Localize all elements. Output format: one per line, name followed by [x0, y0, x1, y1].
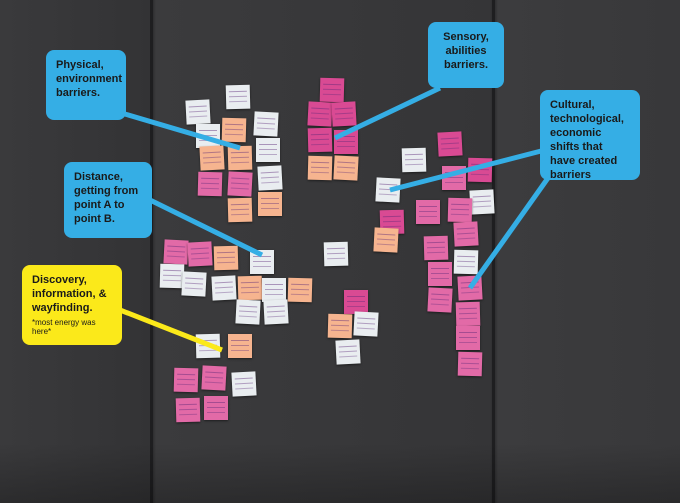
sticky-note: [428, 262, 452, 286]
sticky-note: [262, 278, 286, 302]
callout-physical: Physical, environment barriers.: [46, 50, 126, 120]
pointer-line-discovery: [119, 307, 223, 353]
callout-cultural: Cultural, technological, economic shifts…: [540, 90, 640, 181]
callout-discovery-text: Discovery, information, & wayfinding.: [32, 274, 107, 314]
callout-distance-text: Distance, getting from point A to point …: [74, 171, 139, 225]
sticky-note: [204, 396, 228, 420]
pointer-line-cultural-1: [389, 147, 546, 193]
wall-panel-seam: [150, 0, 153, 503]
callout-cultural-text: Cultural, technological, economic shifts…: [550, 99, 624, 181]
sticky-note: [416, 200, 440, 224]
callout-physical-text: Physical, environment barriers.: [56, 59, 123, 99]
sticky-note: [258, 192, 282, 216]
callout-sensory: Sensory, abilities barriers.: [428, 22, 504, 88]
pointer-line-distance: [148, 197, 264, 258]
callout-sensory-text: Sensory, abilities barriers.: [443, 31, 489, 71]
sticky-note: [256, 138, 280, 162]
sticky-note: [456, 326, 480, 350]
callout-distance: Distance, getting from point A to point …: [64, 162, 152, 238]
pointer-line-physical: [117, 109, 241, 151]
pointer-line-cultural-2: [467, 176, 551, 290]
sticky-note: [228, 334, 252, 358]
callout-discovery: Discovery, information, & wayfinding. *m…: [22, 265, 122, 345]
sticky-note: [344, 290, 368, 314]
callout-discovery-note: *most energy was here*: [32, 318, 96, 336]
floor-shadow: [0, 443, 680, 503]
pointer-line-sensory: [333, 85, 442, 141]
